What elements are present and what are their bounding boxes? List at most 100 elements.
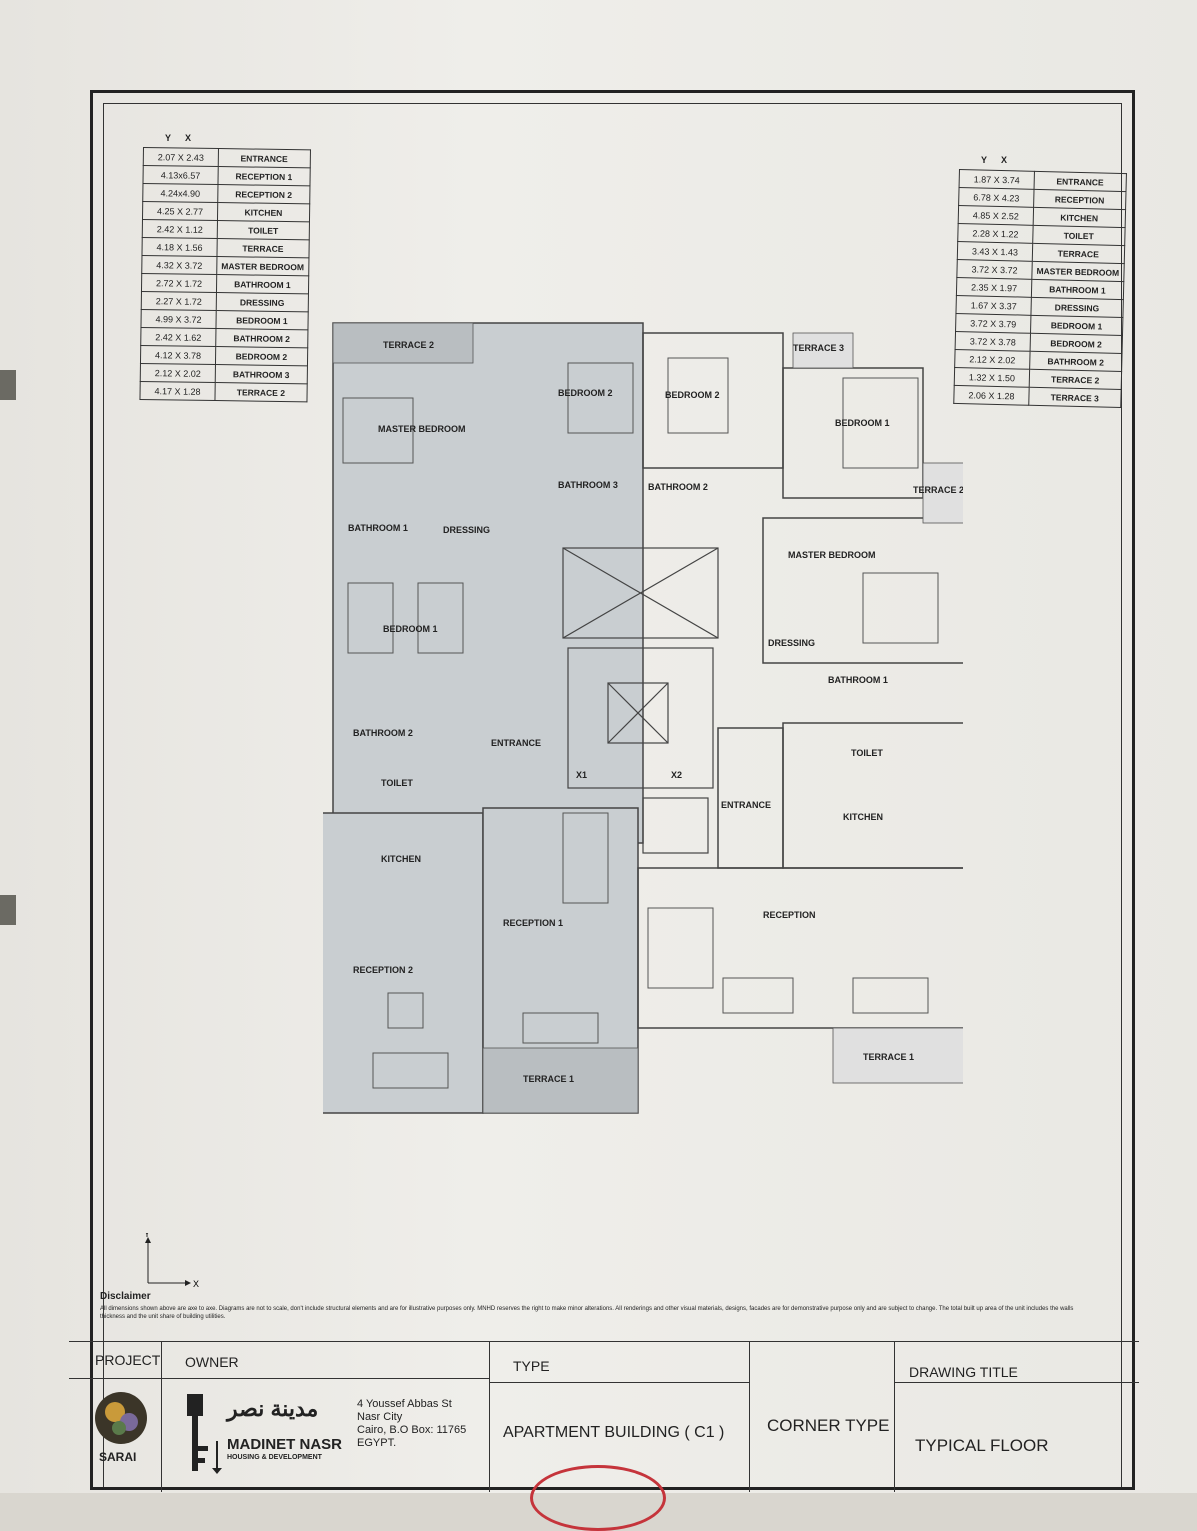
owner-arabic-name: مدينة نصر <box>227 1396 319 1421</box>
dimension-cell: 1.32 X 1.50 <box>954 367 1030 388</box>
room-name-cell: MASTER BEDROOM <box>216 256 309 276</box>
room-label: BATHROOM 1 <box>348 523 408 533</box>
owner-address: 4 Youssef Abbas St Nasr City Cairo, B.O … <box>357 1398 467 1449</box>
room-name-cell: KITCHEN <box>1033 207 1126 228</box>
owner-name: MADINET NASR <box>227 1436 342 1453</box>
room-label: TERRACE 1 <box>863 1052 914 1062</box>
left-edge-mark <box>0 370 16 400</box>
dimension-cell: 4.25 X 2.77 <box>142 201 218 221</box>
red-stamp <box>530 1465 666 1531</box>
room-label: ENTRANCE <box>721 800 771 810</box>
sarai-logo-text: SARAI <box>99 1450 137 1464</box>
exit-label: X1 <box>576 770 587 780</box>
room-label: TOILET <box>851 748 883 758</box>
room-name-cell: BATHROOM 2 <box>215 328 308 348</box>
room-label: BATHROOM 1 <box>828 675 888 685</box>
room-label: MASTER BEDROOM <box>378 424 466 434</box>
room-name-cell: TERRACE <box>1032 243 1125 264</box>
exit-label: X2 <box>671 770 682 780</box>
room-label: TERRACE 2 <box>383 340 434 350</box>
room-label: TERRACE 2 <box>913 485 963 495</box>
room-label: TERRACE 1 <box>523 1074 574 1084</box>
madinet-nasr-key-icon <box>187 1394 222 1474</box>
room-name-cell: TERRACE 2 <box>1029 369 1122 390</box>
dimension-cell: 1.67 X 3.37 <box>955 295 1032 316</box>
room-name-cell: DRESSING <box>216 292 309 312</box>
room-name-cell: BEDROOM 2 <box>1030 333 1123 354</box>
room-name-cell: DRESSING <box>1030 297 1124 318</box>
room-label: RECEPTION <box>763 910 816 920</box>
dimension-cell: 4.32 X 3.72 <box>141 255 217 275</box>
dimension-cell: 3.72 X 3.79 <box>955 313 1031 334</box>
dimension-cell: 2.06 X 1.28 <box>953 385 1030 406</box>
dimension-cell: 4.17 X 1.28 <box>139 381 216 401</box>
room-label: BATHROOM 2 <box>648 482 708 492</box>
room-label: BEDROOM 1 <box>383 624 438 634</box>
dimension-cell: 4.85 X 2.52 <box>958 205 1034 226</box>
dimension-cell: 2.28 X 1.22 <box>957 223 1034 244</box>
right-unit-walls <box>637 332 963 1029</box>
dimension-cell: 6.78 X 4.23 <box>958 187 1035 208</box>
left-table-axis: YX <box>165 133 206 143</box>
room-name-cell: ENTRANCE <box>218 148 311 168</box>
room-label: RECEPTION 2 <box>353 965 413 975</box>
room-label: ENTRANCE <box>491 738 541 748</box>
svg-text:Y: Y <box>144 1233 150 1239</box>
room-label: TERRACE 3 <box>793 343 844 353</box>
right-table-axis: YX <box>981 155 1022 165</box>
project-heading: PROJECT <box>95 1352 161 1368</box>
room-name-cell: TOILET <box>217 220 310 240</box>
dimension-cell: 2.72 X 1.72 <box>141 273 217 293</box>
dimension-cell: 3.72 X 3.78 <box>955 331 1031 352</box>
room-labels: TERRACE 2 MASTER BEDROOM BEDROOM 2 BATHR… <box>348 340 963 1084</box>
type-heading: TYPE <box>513 1358 550 1374</box>
room-label: KITCHEN <box>381 854 421 864</box>
room-name-cell: BATHROOM 3 <box>215 364 308 384</box>
room-label: BEDROOM 2 <box>665 390 720 400</box>
dimension-cell: 4.99 X 3.72 <box>140 309 217 329</box>
drawing-title: TYPICAL FLOOR <box>915 1436 1049 1455</box>
room-name-cell: BATHROOM 1 <box>216 274 309 294</box>
room-label: TOILET <box>381 778 413 788</box>
room-label: DRESSING <box>443 525 490 535</box>
room-label: BEDROOM 1 <box>835 418 890 428</box>
sarai-logo-icon <box>95 1392 147 1444</box>
room-label: BEDROOM 2 <box>558 388 613 398</box>
room-name-cell: MASTER BEDROOM <box>1031 261 1124 282</box>
owner-tagline: HOUSING & DEVELOPMENT <box>227 1454 322 1461</box>
room-name-cell: BATHROOM 1 <box>1031 279 1124 300</box>
building-type: APARTMENT BUILDING ( C1 ) <box>503 1424 725 1441</box>
drawing-border <box>103 103 1122 1487</box>
room-name-cell: TERRACE 2 <box>214 382 307 402</box>
dimension-cell: 2.42 X 1.62 <box>140 327 216 347</box>
furniture <box>342 357 939 1089</box>
room-name-cell: BEDROOM 1 <box>1030 315 1123 336</box>
terrace-hatching <box>332 322 963 1114</box>
svg-text:X: X <box>193 1279 199 1289</box>
room-label: BATHROOM 2 <box>353 728 413 738</box>
owner-heading: OWNER <box>185 1354 239 1370</box>
dimension-cell: 2.12 X 2.02 <box>140 363 216 383</box>
room-name-cell: TOILET <box>1032 225 1125 246</box>
room-name-cell: BATHROOM 2 <box>1029 351 1122 372</box>
room-name-cell: ENTRANCE <box>1034 171 1127 192</box>
corner-type: CORNER TYPE <box>767 1416 890 1435</box>
room-label: MASTER BEDROOM <box>788 550 876 560</box>
dimension-cell: 4.12 X 3.78 <box>140 345 216 365</box>
floor-plan: TERRACE 2 MASTER BEDROOM BEDROOM 2 BATHR… <box>323 322 963 1114</box>
disclaimer-text: All dimensions shown above are axe to ax… <box>100 1306 1074 1320</box>
